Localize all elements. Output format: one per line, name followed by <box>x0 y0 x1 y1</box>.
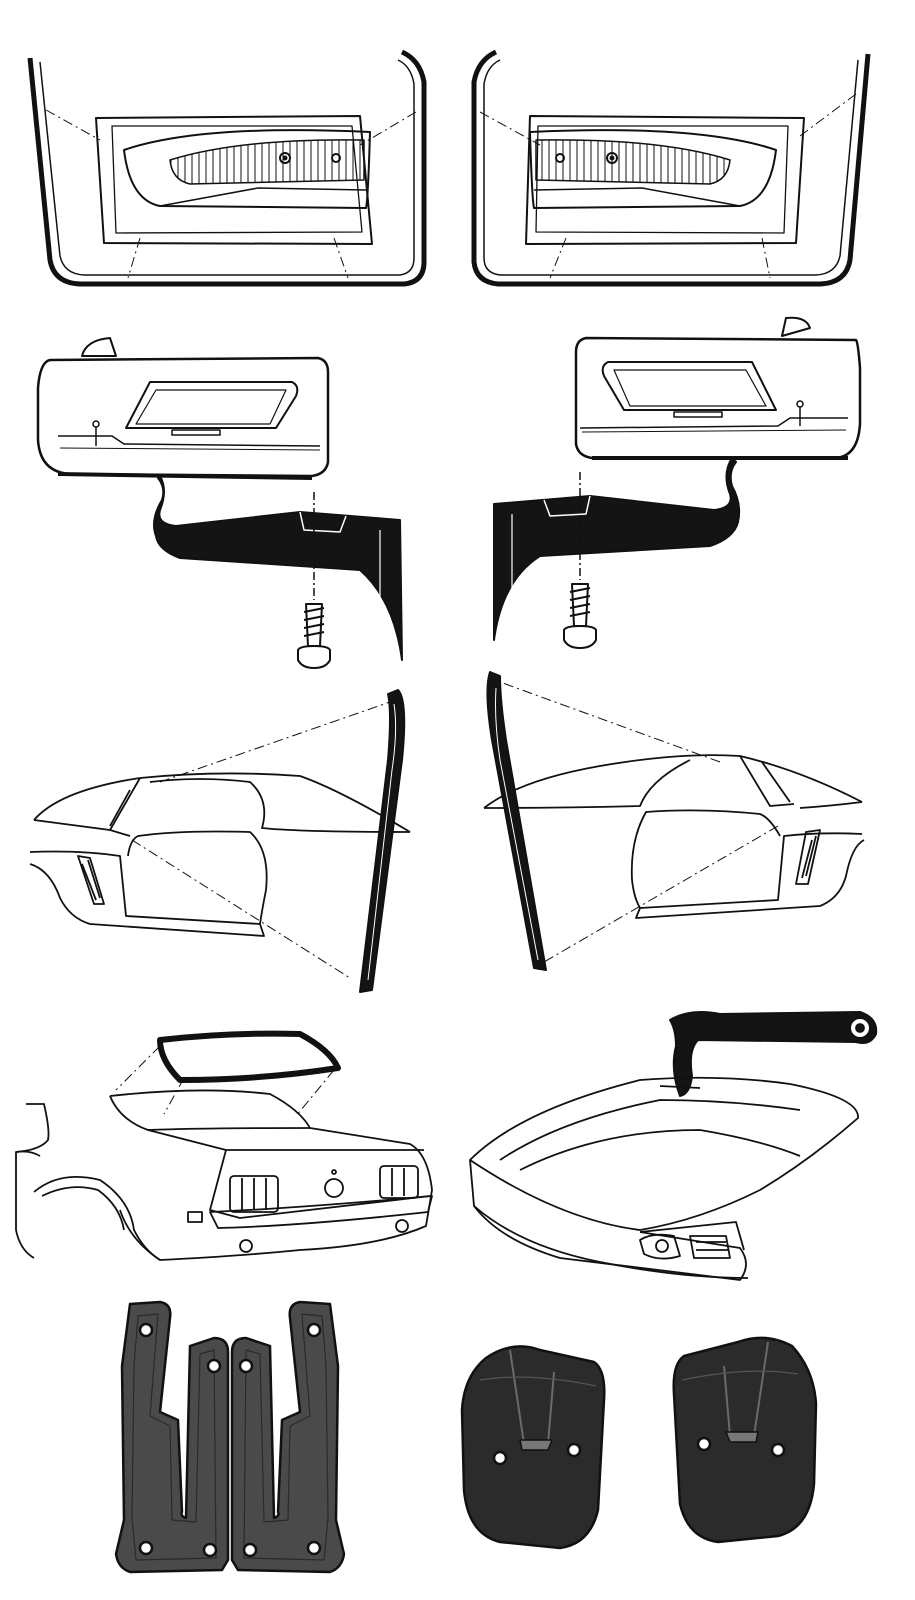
right-door-panel-weatherstrip <box>471 49 871 287</box>
trunk-weatherstrip <box>15 1030 433 1261</box>
hood-seal <box>469 1011 878 1281</box>
door-seal-pads <box>114 1300 346 1574</box>
left-door-quarter-seal <box>36 337 403 669</box>
left-door-panel-weatherstrip <box>27 49 427 287</box>
right-roof-rail-weatherstrip <box>483 671 865 971</box>
right-door-quarter-seal <box>493 316 862 649</box>
molded-rubber-pads <box>460 1336 818 1550</box>
left-roof-rail-weatherstrip <box>29 689 411 993</box>
